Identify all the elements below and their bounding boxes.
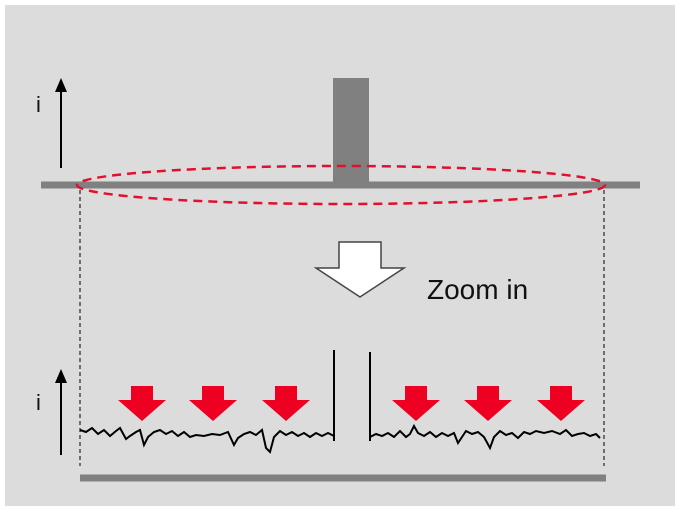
zoom-in-label: Zoom in [427, 274, 529, 305]
noise-trace-right [369, 423, 601, 451]
noise-markers [118, 386, 585, 421]
down-arrow-icon [537, 386, 585, 421]
bottom-axis-label: i [36, 390, 41, 415]
current-spike [333, 78, 369, 188]
top-axis-label: i [36, 92, 41, 117]
zoom-arrow-icon [313, 241, 407, 298]
down-arrow-icon [189, 386, 237, 421]
down-arrow-icon [118, 386, 166, 421]
down-arrow-icon [464, 386, 512, 421]
down-arrow-icon [392, 386, 440, 421]
zoom-region-ellipse [75, 164, 607, 206]
down-arrow-icon [262, 386, 310, 421]
noise-trace-left [79, 426, 335, 454]
top-y-axis-arrowhead [55, 78, 67, 92]
bottom-y-axis-arrowhead [55, 369, 67, 383]
